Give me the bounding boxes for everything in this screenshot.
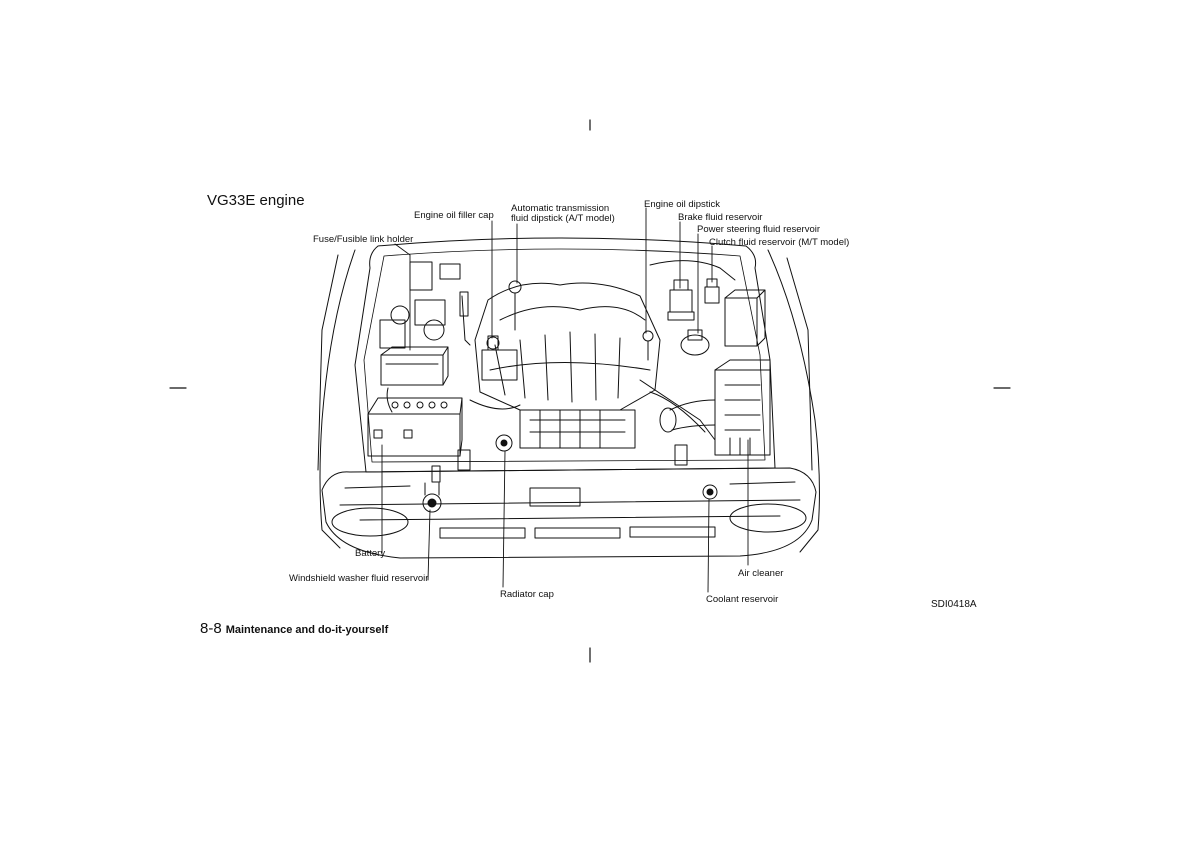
battery [367, 387, 463, 457]
label-atf-dipstick-line1: Automatic transmission [511, 203, 610, 214]
label-windshield-washer-fluid-reservoir: Windshield washer fluid reservoir [289, 573, 429, 584]
label-clutch-fluid-reservoir: Clutch fluid reservoir (M/T model) [709, 237, 850, 248]
label-engine-oil-dipstick: Engine oil dipstick [644, 199, 721, 210]
washer-fluid-reservoir [422, 465, 442, 513]
leader-lines [381, 207, 749, 593]
label-air-cleaner: Air cleaner [738, 568, 784, 579]
label-atf-dipstick-line2: fluid dipstick (A/T model) [511, 213, 615, 224]
engine-block [469, 282, 716, 449]
radiator-cap [495, 434, 513, 452]
left-fender [319, 249, 356, 549]
label-radiator-cap: Radiator cap [500, 589, 554, 600]
label-coolant-reservoir: Coolant reservoir [706, 594, 779, 605]
power-steering-fluid-reservoir [680, 329, 710, 356]
engine-oil-dipstick [642, 330, 654, 361]
page-title: VG33E engine [207, 192, 305, 209]
fuse-link-holder [380, 346, 449, 386]
right-fender [767, 249, 820, 553]
engine-oil-filler-cap [486, 335, 500, 351]
figure-code: SDI0418A [931, 599, 977, 610]
section-title: Maintenance and do-it-yourself [225, 624, 389, 636]
label-fuse-fusible-link-holder: Fuse/Fusible link holder [313, 234, 414, 245]
label-power-steering-fluid-reservoir: Power steering fluid reservoir [697, 224, 821, 235]
label-brake-fluid-reservoir: Brake fluid reservoir [678, 212, 763, 223]
clutch-fluid-reservoir [704, 278, 720, 304]
coolant-reservoir [702, 484, 718, 500]
air-cleaner [659, 359, 771, 456]
crop-marks [169, 119, 1011, 663]
label-engine-oil-filler-cap: Engine oil filler cap [414, 210, 494, 221]
atf-dipstick [508, 280, 522, 331]
front-bumper [321, 467, 817, 559]
page-number: 8-8 [200, 620, 222, 637]
hood-outline [354, 237, 776, 473]
label-battery: Battery [355, 548, 386, 559]
brake-fluid-reservoir [667, 279, 695, 321]
